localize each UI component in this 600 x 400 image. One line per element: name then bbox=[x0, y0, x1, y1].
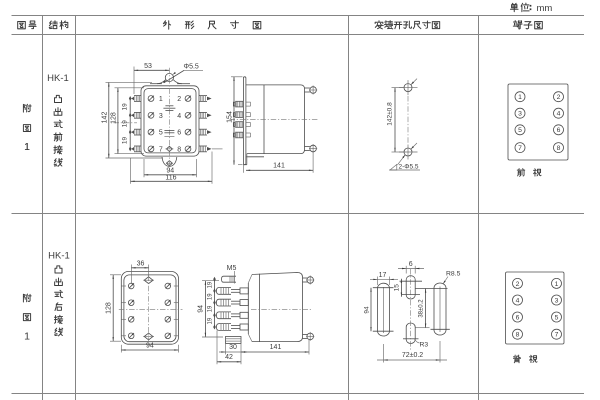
svg-text:3: 3 bbox=[518, 111, 522, 118]
svg-text:94: 94 bbox=[146, 343, 154, 350]
svg-text:M5: M5 bbox=[227, 265, 237, 272]
svg-text:53: 53 bbox=[144, 63, 152, 70]
svg-text:42: 42 bbox=[225, 354, 233, 361]
svg-text:7: 7 bbox=[159, 146, 163, 153]
svg-text:R3: R3 bbox=[420, 342, 429, 349]
svg-text:5: 5 bbox=[159, 130, 163, 137]
svg-text:19: 19 bbox=[122, 137, 129, 145]
svg-text:1: 1 bbox=[518, 94, 522, 101]
svg-text:19: 19 bbox=[122, 120, 129, 128]
svg-text:154: 154 bbox=[226, 111, 233, 123]
svg-text:6: 6 bbox=[557, 127, 561, 134]
svg-text:72±0.2: 72±0.2 bbox=[402, 352, 423, 359]
svg-text:94: 94 bbox=[166, 167, 174, 174]
svg-text:4: 4 bbox=[516, 297, 520, 304]
svg-text:128: 128 bbox=[111, 112, 118, 124]
svg-text:19: 19 bbox=[122, 103, 129, 111]
svg-text:1: 1 bbox=[24, 141, 30, 153]
svg-text:Φ5.5: Φ5.5 bbox=[184, 64, 199, 71]
svg-text:142±0.8: 142±0.8 bbox=[386, 102, 393, 126]
svg-text:19: 19 bbox=[208, 305, 214, 312]
svg-text:2: 2 bbox=[557, 94, 561, 101]
svg-text:mm: mm bbox=[537, 3, 553, 14]
svg-text:HK-1: HK-1 bbox=[47, 73, 69, 84]
svg-text:3: 3 bbox=[555, 297, 559, 304]
svg-text:17: 17 bbox=[379, 272, 387, 279]
svg-text:141: 141 bbox=[273, 162, 285, 169]
svg-text:19: 19 bbox=[208, 281, 214, 288]
svg-text:1: 1 bbox=[159, 96, 163, 103]
svg-text:1: 1 bbox=[24, 142, 30, 153]
svg-text:HK-1: HK-1 bbox=[48, 251, 70, 262]
svg-text:6: 6 bbox=[409, 261, 413, 268]
svg-text:5: 5 bbox=[518, 127, 522, 134]
svg-text:2: 2 bbox=[177, 96, 181, 103]
svg-text:15: 15 bbox=[394, 284, 401, 292]
svg-text:116: 116 bbox=[165, 174, 176, 181]
svg-text:3: 3 bbox=[159, 113, 163, 120]
svg-text:94: 94 bbox=[363, 306, 370, 314]
svg-text:142: 142 bbox=[101, 112, 108, 124]
svg-text:6: 6 bbox=[177, 130, 181, 137]
svg-text:7: 7 bbox=[518, 145, 522, 152]
svg-text:30: 30 bbox=[229, 344, 237, 351]
svg-text:R8.5: R8.5 bbox=[446, 270, 461, 277]
svg-text:36: 36 bbox=[137, 260, 145, 267]
svg-text:94: 94 bbox=[198, 305, 205, 313]
svg-text:2-Φ5.5: 2-Φ5.5 bbox=[398, 164, 418, 171]
svg-text:1: 1 bbox=[555, 281, 559, 288]
svg-text:7: 7 bbox=[555, 332, 559, 339]
svg-text:38±0.2: 38±0.2 bbox=[418, 299, 424, 318]
svg-text:4: 4 bbox=[557, 111, 561, 118]
svg-text:6: 6 bbox=[516, 314, 520, 321]
svg-text:2: 2 bbox=[516, 281, 520, 288]
svg-text:8: 8 bbox=[557, 145, 561, 152]
svg-text:5: 5 bbox=[555, 314, 559, 321]
svg-text:19: 19 bbox=[208, 317, 214, 324]
svg-text:8: 8 bbox=[516, 332, 520, 339]
svg-text:4: 4 bbox=[177, 113, 181, 120]
svg-text:19: 19 bbox=[208, 293, 214, 300]
svg-text:128: 128 bbox=[106, 302, 113, 314]
svg-text:8: 8 bbox=[177, 146, 181, 153]
svg-text:141: 141 bbox=[270, 344, 282, 351]
svg-text:1: 1 bbox=[24, 331, 30, 343]
